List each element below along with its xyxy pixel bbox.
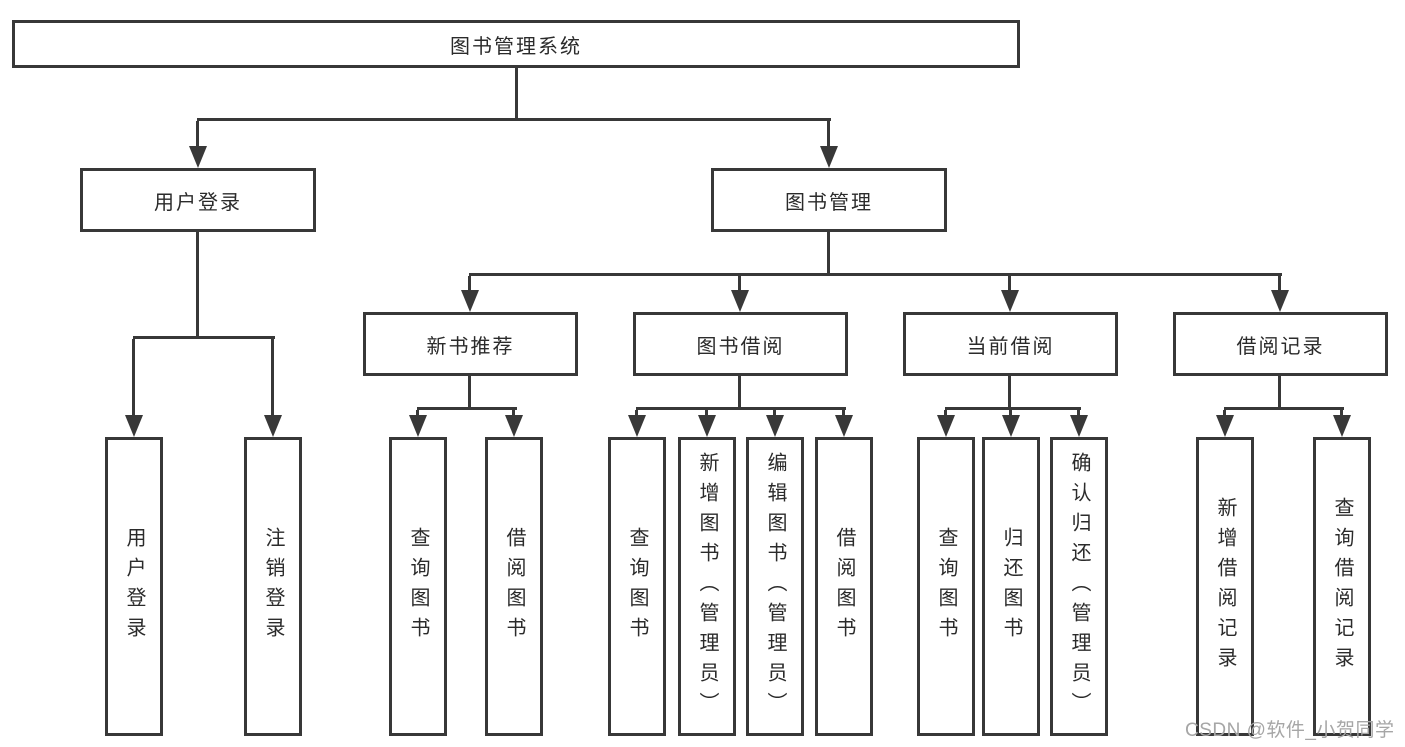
leaf-add-book-admin-label: 新增图书（管理员）: [696, 451, 718, 722]
leaf-query-books-borrow: 查询图书: [608, 437, 666, 736]
node-user-login-label: 用户登录: [154, 191, 242, 214]
arrow-down-icon: [937, 415, 955, 437]
arrow-down-icon: [628, 415, 646, 437]
csdn-watermark: CSDN @软件_小贺同学: [1185, 720, 1395, 741]
leaf-edit-book-admin: 编辑图书（管理员）: [746, 437, 804, 736]
leaf-query-books-current: 查询图书: [917, 437, 975, 736]
connector-line: [1008, 376, 1011, 410]
connector-line: [1008, 276, 1011, 292]
connector-line: [738, 376, 741, 410]
arrow-down-icon: [731, 290, 749, 312]
connector-line: [1223, 410, 1226, 417]
leaf-add-borrow-record-label: 新增借阅记录: [1214, 496, 1236, 677]
leaf-edit-book-admin-label: 编辑图书（管理员）: [764, 451, 786, 722]
arrow-down-icon: [505, 415, 523, 437]
connector-line: [635, 410, 638, 417]
leaf-borrow-books-recommend: 借阅图书: [485, 437, 543, 736]
connector-line: [944, 410, 947, 417]
node-new-book-recommend: 新书推荐: [363, 312, 578, 376]
connector-line: [1278, 276, 1281, 292]
arrow-down-icon: [189, 146, 207, 168]
arrow-down-icon: [1271, 290, 1289, 312]
leaf-logout-label: 注销登录: [262, 526, 284, 647]
connector-line: [1278, 376, 1281, 410]
connector-line: [417, 407, 517, 410]
connector-line: [196, 121, 199, 148]
connector-line: [1077, 410, 1080, 417]
arrow-down-icon: [409, 415, 427, 437]
leaf-return-books: 归还图书: [982, 437, 1040, 736]
connector-line: [416, 410, 419, 417]
connector-line: [196, 232, 199, 339]
leaf-query-borrow-record-label: 查询借阅记录: [1331, 496, 1353, 677]
connector-line: [468, 276, 471, 292]
connector-line: [1340, 410, 1343, 417]
leaf-query-books-current-label: 查询图书: [935, 526, 957, 647]
connector-line: [197, 118, 831, 121]
connector-line: [636, 407, 846, 410]
leaf-user-login: 用户登录: [105, 437, 163, 736]
connector-line: [1009, 410, 1012, 417]
node-borrow-records: 借阅记录: [1173, 312, 1388, 376]
arrow-down-icon: [264, 415, 282, 437]
leaf-borrow-books-recommend-label: 借阅图书: [503, 526, 525, 647]
leaf-confirm-return-admin-label: 确认归还（管理员）: [1068, 451, 1090, 722]
arrow-down-icon: [1216, 415, 1234, 437]
node-book-borrow: 图书借阅: [633, 312, 848, 376]
node-root-label: 图书管理系统: [450, 35, 582, 58]
connector-line: [842, 410, 845, 417]
leaf-add-book-admin: 新增图书（管理员）: [678, 437, 736, 736]
node-root: 图书管理系统: [12, 20, 1020, 68]
connector-line: [512, 410, 515, 417]
arrow-down-icon: [835, 415, 853, 437]
node-new-book-recommend-label: 新书推荐: [426, 335, 515, 358]
leaf-query-books-recommend: 查询图书: [389, 437, 447, 736]
connector-line: [827, 121, 830, 148]
node-current-borrow-label: 当前借阅: [966, 335, 1055, 358]
arrow-down-icon: [461, 290, 479, 312]
arrow-down-icon: [1001, 290, 1019, 312]
leaf-query-books-borrow-label: 查询图书: [626, 526, 648, 647]
arrow-down-icon: [1333, 415, 1351, 437]
arrow-down-icon: [766, 415, 784, 437]
arrow-down-icon: [1002, 415, 1020, 437]
leaf-return-books-label: 归还图书: [1000, 526, 1022, 647]
connector-line: [827, 232, 830, 276]
connector-line: [945, 407, 1081, 410]
arrow-down-icon: [125, 415, 143, 437]
leaf-confirm-return-admin: 确认归还（管理员）: [1050, 437, 1108, 736]
leaf-logout: 注销登录: [244, 437, 302, 736]
connector-line: [773, 410, 776, 417]
connector-line: [515, 68, 518, 121]
connector-line: [132, 339, 135, 417]
node-book-management: 图书管理: [711, 168, 947, 232]
leaf-query-books-recommend-label: 查询图书: [407, 526, 429, 647]
connector-line: [738, 276, 741, 292]
connector-line: [133, 336, 275, 339]
node-current-borrow: 当前借阅: [903, 312, 1118, 376]
leaf-borrow-books: 借阅图书: [815, 437, 873, 736]
connector-line: [705, 410, 708, 417]
node-book-management-label: 图书管理: [785, 191, 873, 214]
arrow-down-icon: [698, 415, 716, 437]
node-borrow-records-label: 借阅记录: [1236, 335, 1325, 358]
connector-line: [1224, 407, 1344, 410]
connector-line: [271, 339, 274, 417]
connector-line: [469, 273, 1282, 276]
leaf-query-borrow-record: 查询借阅记录: [1313, 437, 1371, 736]
leaf-add-borrow-record: 新增借阅记录: [1196, 437, 1254, 736]
arrow-down-icon: [1070, 415, 1088, 437]
leaf-user-login-label: 用户登录: [123, 526, 145, 647]
arrow-down-icon: [820, 146, 838, 168]
node-book-borrow-label: 图书借阅: [696, 335, 785, 358]
connector-line: [468, 376, 471, 410]
node-user-login: 用户登录: [80, 168, 316, 232]
leaf-borrow-books-label: 借阅图书: [833, 526, 855, 647]
